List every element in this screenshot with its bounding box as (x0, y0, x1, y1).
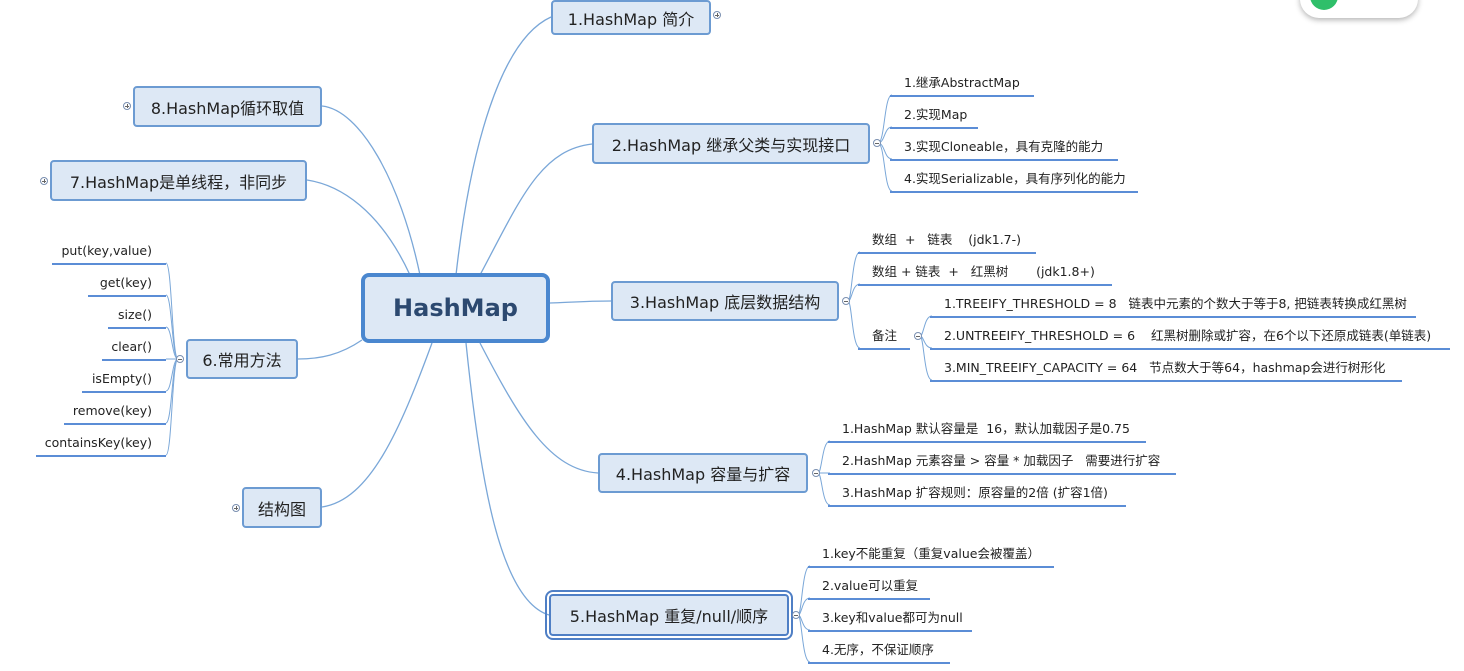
link-b5-item (797, 597, 811, 616)
branch-8-loop[interactable]: 8.HashMap循环取值 (133, 86, 322, 127)
underline (102, 359, 166, 361)
branch-6-methods[interactable]: 6.常用方法 (186, 339, 298, 379)
underline (890, 95, 1034, 97)
link-b2-item (877, 142, 893, 192)
link-b5-item (797, 614, 811, 631)
b3-item[interactable]: 数组 + 链表 (jdk1.7-) (872, 232, 1022, 247)
link-root-b9 (321, 342, 433, 508)
b2-item[interactable]: 1.继承AbstractMap (904, 75, 1020, 90)
b6-item[interactable]: remove(key) (72, 403, 152, 418)
b6-item[interactable]: put(key,value) (61, 243, 152, 258)
b3-notes-label[interactable]: 备注 (872, 328, 898, 343)
link-b4-item (817, 440, 831, 474)
branch-2-inheritance[interactable]: 2.HashMap 继承父类与实现接口 (592, 123, 870, 164)
underline (858, 348, 910, 350)
link-b4-item (817, 472, 831, 506)
b5-item[interactable]: 1.key不能重复（重复value会被覆盖） (822, 546, 1040, 561)
b5-item[interactable]: 3.key和value都可为null (822, 610, 963, 625)
link-b3-item (847, 283, 861, 302)
b3-note[interactable]: 2.UNTREEIFY_THRESHOLD = 6 红黑树删除或扩容，在6个以下… (944, 328, 1432, 343)
underline (930, 316, 1416, 318)
b5-item[interactable]: 2.value可以重复 (822, 578, 919, 593)
collapse-icon[interactable] (914, 332, 922, 340)
underline (858, 252, 1036, 254)
underline (828, 441, 1146, 443)
branch-5-rules[interactable]: 5.HashMap 重复/null/顺序 (545, 590, 793, 640)
underline (36, 455, 166, 457)
collapse-icon[interactable] (873, 139, 881, 147)
link-root-b7 (306, 179, 411, 276)
underline (858, 284, 1112, 286)
expand-icon[interactable] (232, 504, 240, 512)
link-b5-item (797, 565, 811, 616)
collapse-icon[interactable] (176, 355, 184, 363)
link-b3-note (919, 315, 933, 337)
b2-item[interactable]: 2.实现Map (904, 107, 968, 122)
underline (82, 391, 166, 393)
collapse-icon[interactable] (842, 297, 850, 305)
link-root-b6 (297, 339, 363, 360)
branch-structure-diagram[interactable]: 结构图 (242, 487, 322, 528)
expand-icon[interactable] (40, 177, 48, 185)
b6-item[interactable]: containsKey(key) (44, 435, 152, 450)
underline (52, 263, 166, 265)
b6-item[interactable]: clear() (111, 339, 152, 354)
underline (808, 630, 972, 632)
underline (930, 348, 1450, 350)
underline (808, 662, 950, 664)
status-dot-icon (1310, 0, 1338, 10)
link-b3-item (847, 300, 861, 349)
link-root-b2 (479, 143, 593, 276)
underline (890, 127, 978, 129)
b2-item[interactable]: 4.实现Serializable，具有序列化的能力 (904, 171, 1126, 186)
branch-1-intro[interactable]: 1.HashMap 简介 (551, 0, 711, 35)
b4-item[interactable]: 1.HashMap 默认容量是 16，默认加载因子是0.75 (842, 421, 1130, 436)
underline (828, 505, 1126, 507)
b3-note[interactable]: 3.MIN_TREEIFY_CAPACITY = 64 节点数大于等64，has… (944, 360, 1386, 375)
link-root-b8 (321, 105, 421, 276)
link-b3-note (919, 335, 933, 381)
link-root-b5 (465, 342, 550, 616)
branch-4-capacity[interactable]: 4.HashMap 容量与扩容 (598, 453, 808, 493)
branch-7-thread[interactable]: 7.HashMap是单线程，非同步 (50, 160, 307, 201)
phone-widget[interactable]: 0 (1300, 0, 1418, 18)
underline (88, 295, 166, 297)
b5-item[interactable]: 4.无序，不保证顺序 (822, 642, 934, 657)
expand-icon[interactable] (713, 11, 721, 19)
link-b5-item (797, 614, 811, 663)
root-node[interactable]: HashMap (361, 273, 550, 343)
link-root-b4 (479, 342, 599, 474)
b4-item[interactable]: 2.HashMap 元素容量 > 容量 * 加载因子 需要进行扩容 (842, 453, 1161, 468)
collapse-icon[interactable] (792, 611, 800, 619)
link-root-b1 (455, 16, 552, 276)
link-b2-item (877, 94, 893, 144)
b3-note[interactable]: 1.TREEIFY_THRESHOLD = 8 链表中元素的个数大于等于8, 把… (944, 296, 1407, 311)
b4-item[interactable]: 3.HashMap 扩容规则：原容量的2倍 (扩容1倍) (842, 485, 1108, 500)
branch-3-structure[interactable]: 3.HashMap 底层数据结构 (611, 281, 839, 321)
collapse-icon[interactable] (812, 469, 820, 477)
underline (64, 423, 166, 425)
b3-item[interactable]: 数组 + 链表 + 红黑树 (jdk1.8+) (872, 264, 1095, 279)
b6-item[interactable]: isEmpty() (91, 371, 152, 386)
link-b3-item (847, 251, 861, 302)
link-b6-item (165, 358, 179, 456)
link-root-b3 (549, 300, 612, 304)
underline (808, 598, 930, 600)
underline (890, 191, 1138, 193)
underline (930, 380, 1402, 382)
expand-icon[interactable] (123, 102, 131, 110)
underline (108, 327, 166, 329)
underline (828, 473, 1176, 475)
b6-item[interactable]: size() (118, 307, 152, 322)
b6-item[interactable]: get(key) (99, 275, 152, 290)
b2-item[interactable]: 3.实现Cloneable，具有克隆的能力 (904, 139, 1104, 154)
underline (808, 566, 1054, 568)
underline (890, 159, 1118, 161)
